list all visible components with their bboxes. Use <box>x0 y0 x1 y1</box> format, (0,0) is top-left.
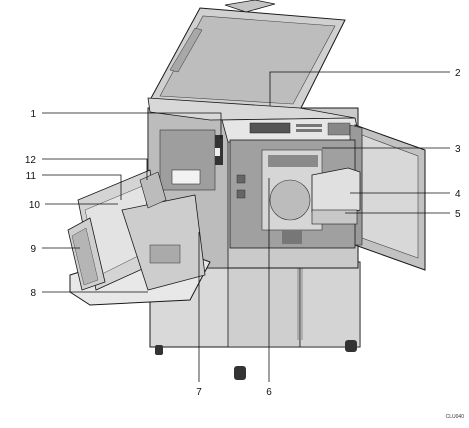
control-panel <box>221 117 361 143</box>
callout-10: 10 <box>29 200 41 211</box>
leader-12 <box>42 158 148 180</box>
leader-11 <box>42 174 122 200</box>
end-plate <box>139 171 167 209</box>
callout-4: 4 <box>455 189 461 200</box>
callout-9: 9 <box>30 244 36 255</box>
ink-cartridge <box>311 167 361 225</box>
callout-5: 5 <box>455 209 461 220</box>
side-guides <box>67 194 206 291</box>
front-door <box>349 124 426 271</box>
scanner-lid <box>147 0 356 121</box>
leader-2 <box>269 71 450 106</box>
callout-1: 1 <box>30 109 36 120</box>
callout-2: 2 <box>455 68 461 79</box>
callout-8: 8 <box>30 288 36 299</box>
callout-6: 6 <box>266 387 272 398</box>
callout-3: 3 <box>455 144 461 155</box>
caster-wheels <box>155 340 357 380</box>
callout-12: 12 <box>25 155 37 166</box>
callout-7: 7 <box>196 387 202 398</box>
leader-lines <box>42 71 450 382</box>
callout-11: 11 <box>26 171 37 182</box>
interior-labels <box>236 174 246 199</box>
callouts: 1 2 3 4 5 6 7 8 9 10 11 12 <box>25 68 461 398</box>
figure-code: CLU040 <box>446 414 465 420</box>
leader-1 <box>42 112 222 139</box>
